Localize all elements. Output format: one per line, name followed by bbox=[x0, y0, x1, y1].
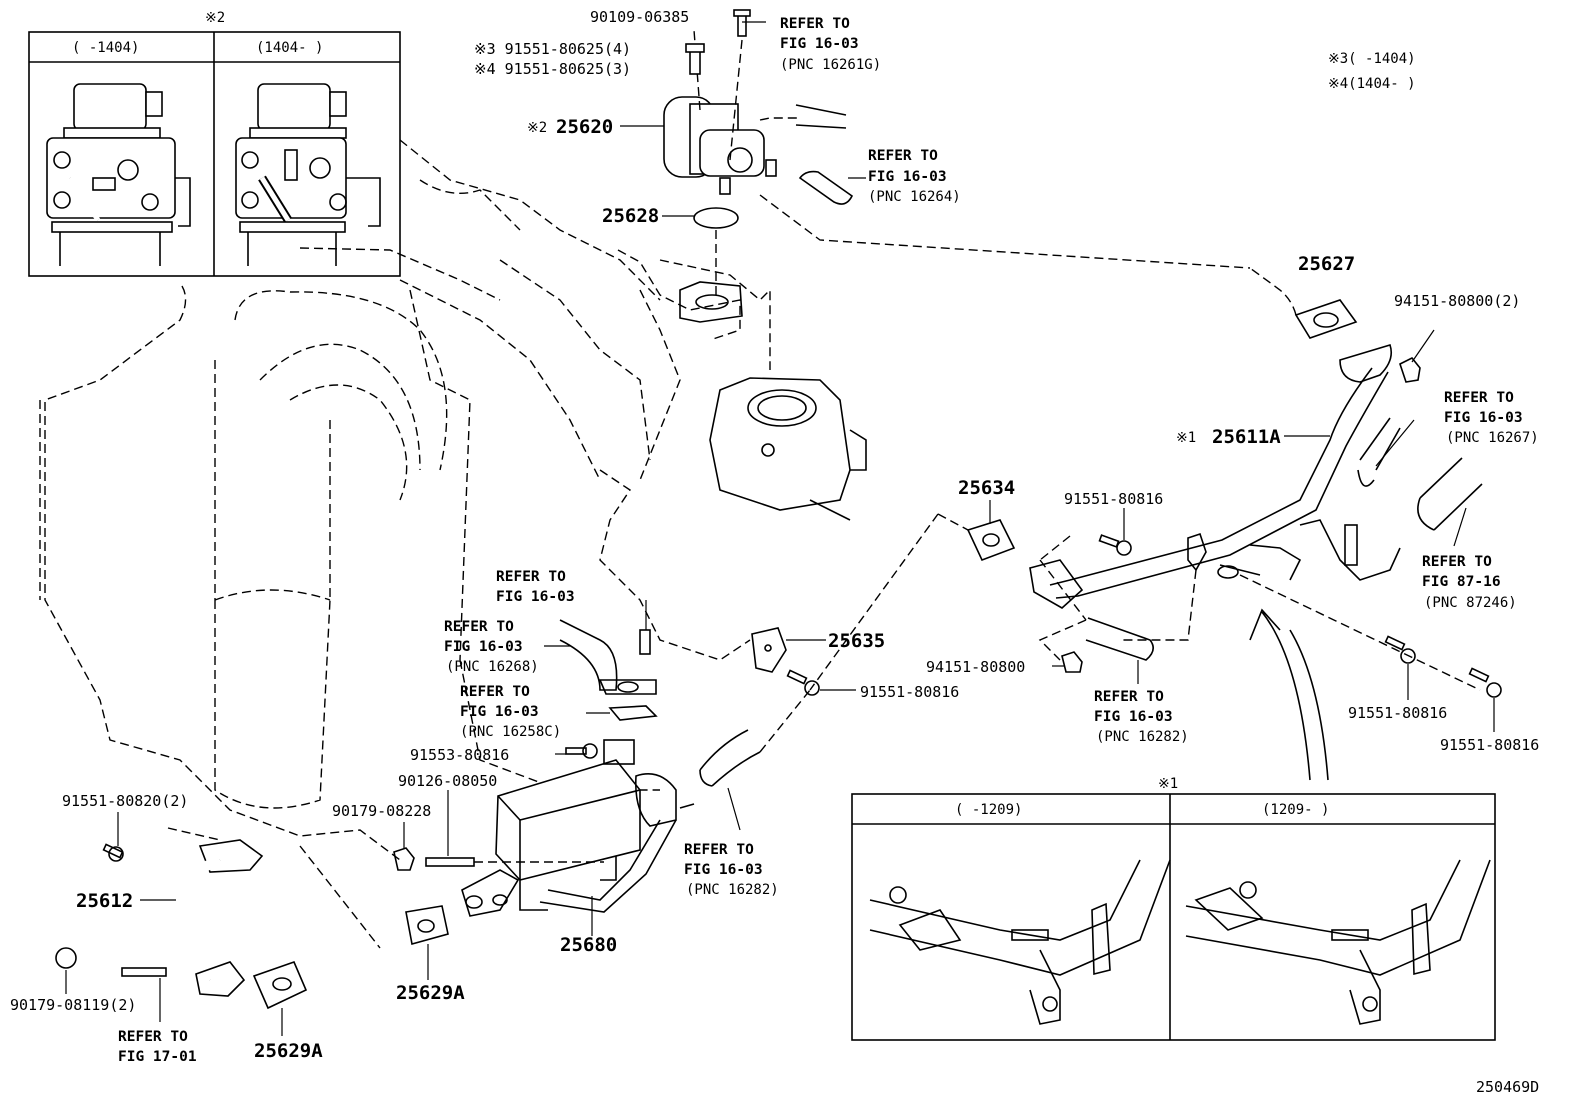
svg-text:FIG 16-03: FIG 16-03 bbox=[496, 589, 575, 605]
svg-text:(PNC 16261G): (PNC 16261G) bbox=[780, 57, 881, 73]
label-91551-80816-b: 91551-80816 bbox=[860, 683, 959, 701]
ref-16-03-a: REFER TO FIG 16-03 bbox=[496, 569, 575, 605]
label-25629A-a: 25629A bbox=[396, 982, 465, 1004]
bolt-91551-80816-a-drawing bbox=[1098, 508, 1132, 556]
bolt-91551-80816-c-drawing bbox=[1384, 635, 1416, 700]
engine-outline bbox=[39, 139, 771, 861]
svg-text:FIG 16-03: FIG 16-03 bbox=[1444, 410, 1523, 426]
ref-16282-b: REFER TO FIG 16-03 (PNC 16282) bbox=[684, 842, 779, 898]
label-91551-80820-2: 91551-80820(2) bbox=[62, 792, 188, 810]
pipe-early-drawing bbox=[869, 859, 1171, 1025]
label-91551-80816-d: 91551-80816 bbox=[1440, 736, 1539, 754]
label-25628: 25628 bbox=[602, 205, 659, 227]
label-91553-80816: 91553-80816 bbox=[410, 746, 509, 764]
ref-17-01: REFER TO FIG 17-01 bbox=[118, 1029, 197, 1065]
inset2-mark: ※2 bbox=[205, 10, 225, 26]
label-91551-80625-3: ※4 91551-80625(3) bbox=[474, 60, 631, 78]
egr-cooler-25680-drawing bbox=[461, 739, 677, 936]
bolt-91551-80816-d-drawing bbox=[1468, 667, 1502, 732]
label-25611A-mark: ※1 bbox=[1176, 430, 1196, 446]
egr-valve-early-drawing bbox=[46, 83, 191, 266]
svg-text:REFER TO: REFER TO bbox=[496, 569, 566, 585]
ref-16258C: REFER TO FIG 16-03 (PNC 16258C) bbox=[460, 684, 561, 740]
label-91551-80816-a: 91551-80816 bbox=[1064, 490, 1163, 508]
svg-text:FIG 16-03: FIG 16-03 bbox=[444, 639, 523, 655]
egr-pipe-25612-drawing bbox=[140, 839, 264, 997]
svg-text:(PNC 16282): (PNC 16282) bbox=[686, 882, 779, 898]
svg-text:FIG 16-03: FIG 16-03 bbox=[1094, 709, 1173, 725]
label-94151-80800-2: 94151-80800(2) bbox=[1394, 292, 1520, 310]
throttle-body-drawing bbox=[709, 377, 867, 521]
ref-16264: REFER TO FIG 16-03 (PNC 16264) bbox=[868, 148, 961, 205]
svg-text:(PNC 87246): (PNC 87246) bbox=[1424, 595, 1517, 611]
legend-note-3: ※3( -1404) bbox=[1328, 51, 1416, 67]
svg-text:REFER TO: REFER TO bbox=[1422, 554, 1492, 570]
label-25634: 25634 bbox=[958, 477, 1015, 499]
ref-87246: REFER TO FIG 87-16 (PNC 87246) bbox=[1422, 554, 1517, 611]
ref-16267: REFER TO FIG 16-03 (PNC 16267) bbox=[1444, 390, 1539, 446]
gasket-25629A-a-drawing bbox=[405, 905, 449, 946]
svg-text:REFER TO: REFER TO bbox=[118, 1029, 188, 1045]
label-25635: 25635 bbox=[828, 630, 885, 652]
svg-text:REFER TO: REFER TO bbox=[868, 148, 938, 164]
ref-16261G: REFER TO FIG 16-03 (PNC 16261G) bbox=[780, 16, 881, 73]
label-25629A-b: 25629A bbox=[254, 1040, 323, 1062]
diagram-id: 250469D bbox=[1476, 1078, 1539, 1096]
inset-egr-valve-variants: ※2 ( -1404) (1404- ) bbox=[28, 10, 401, 277]
bracket-25635-drawing bbox=[751, 627, 787, 673]
svg-text:(PNC 16258C): (PNC 16258C) bbox=[460, 724, 561, 740]
egr-valve-late-drawing bbox=[235, 83, 381, 266]
inset-pipe-variants: ※1 ( -1209) (1209- ) bbox=[851, 776, 1496, 1041]
label-90126-08050: 90126-08050 bbox=[398, 772, 497, 790]
gasket-25627-drawing bbox=[1294, 299, 1358, 339]
gasket-25634-drawing bbox=[966, 519, 1016, 562]
label-25680: 25680 bbox=[560, 934, 617, 956]
ref-16282-a: REFER TO FIG 16-03 (PNC 16282) bbox=[1094, 689, 1189, 745]
label-94151-80800: 94151-80800 bbox=[926, 658, 1025, 676]
svg-text:REFER TO: REFER TO bbox=[1094, 689, 1164, 705]
label-91551-80816-c: 91551-80816 bbox=[1348, 704, 1447, 722]
label-90109-06385: 90109-06385 bbox=[590, 8, 689, 26]
pipe-late-drawing bbox=[1185, 859, 1491, 1025]
svg-text:REFER TO: REFER TO bbox=[1444, 390, 1514, 406]
inset2-right-header: (1404- ) bbox=[256, 40, 323, 56]
svg-text:(PNC 16264): (PNC 16264) bbox=[868, 189, 961, 205]
inset1-left-header: ( -1209) bbox=[955, 802, 1022, 818]
svg-text:(PNC 16268): (PNC 16268) bbox=[446, 659, 539, 675]
view-arrow-drawing bbox=[1249, 608, 1329, 781]
label-25612: 25612 bbox=[76, 890, 133, 912]
inset1-mark: ※1 bbox=[1158, 776, 1178, 792]
svg-text:FIG 17-01: FIG 17-01 bbox=[118, 1049, 197, 1065]
svg-text:REFER TO: REFER TO bbox=[444, 619, 514, 635]
svg-text:FIG 16-03: FIG 16-03 bbox=[780, 36, 859, 52]
label-90179-08119-2: 90179-08119(2) bbox=[10, 996, 136, 1014]
gasket-25629A-b-drawing bbox=[252, 960, 308, 1010]
egr-valve-25620-drawing bbox=[663, 9, 854, 205]
svg-text:FIG 87-16: FIG 87-16 bbox=[1422, 574, 1501, 590]
egr-pipe-25611A-drawing bbox=[1029, 344, 1401, 609]
svg-text:REFER TO: REFER TO bbox=[684, 842, 754, 858]
label-25627: 25627 bbox=[1298, 253, 1355, 275]
inset2-left-header: ( -1404) bbox=[72, 40, 139, 56]
svg-text:(PNC 16267): (PNC 16267) bbox=[1446, 430, 1539, 446]
label-25611A: 25611A bbox=[1212, 426, 1281, 448]
svg-text:FIG 16-03: FIG 16-03 bbox=[460, 704, 539, 720]
inset1-right-header: (1209- ) bbox=[1262, 802, 1329, 818]
gasket-25628-drawing bbox=[693, 207, 739, 229]
label-25620-mark: ※2 bbox=[527, 120, 547, 136]
label-91551-80625-4: ※3 91551-80625(4) bbox=[474, 40, 631, 58]
ref-16268: REFER TO FIG 16-03 (PNC 16268) bbox=[444, 619, 539, 675]
svg-text:FIG 16-03: FIG 16-03 bbox=[868, 169, 947, 185]
svg-text:FIG 16-03: FIG 16-03 bbox=[684, 862, 763, 878]
svg-text:REFER TO: REFER TO bbox=[460, 684, 530, 700]
label-90179-08228: 90179-08228 bbox=[332, 802, 431, 820]
svg-text:REFER TO: REFER TO bbox=[780, 16, 850, 32]
label-25620: 25620 bbox=[556, 116, 613, 138]
svg-text:(PNC 16282): (PNC 16282) bbox=[1096, 729, 1189, 745]
legend-note-4: ※4(1404- ) bbox=[1328, 76, 1416, 92]
